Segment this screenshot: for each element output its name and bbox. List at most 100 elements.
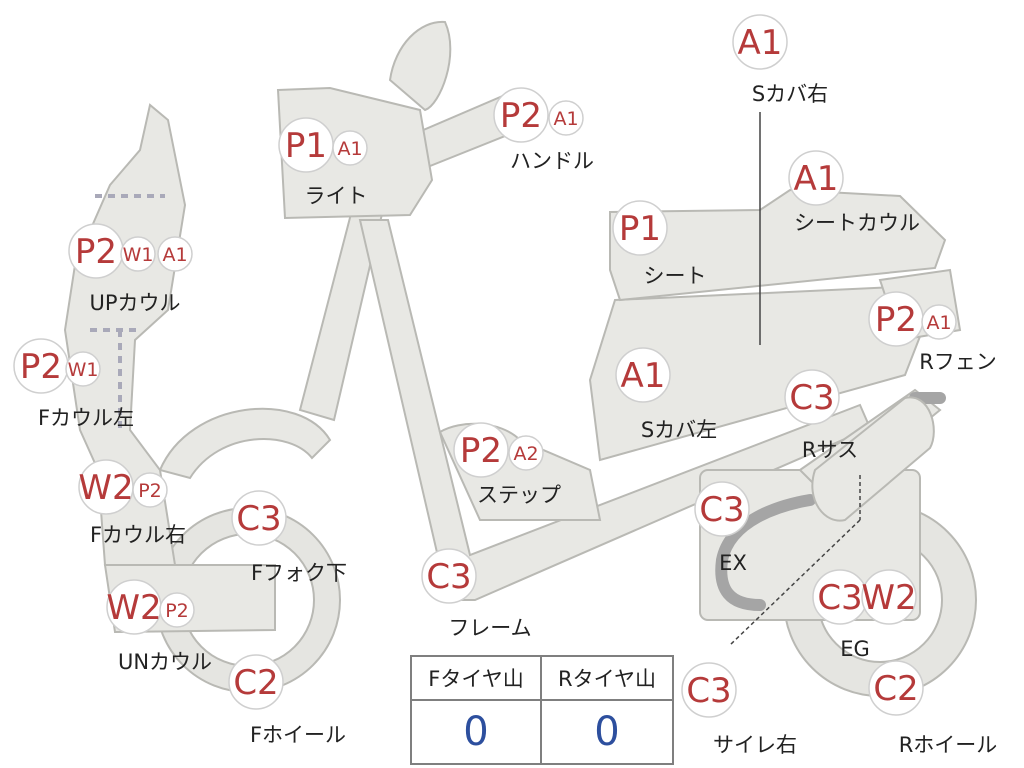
part-label: フレーム [448, 616, 531, 640]
part-label: Fカウル右 [90, 523, 186, 547]
rating-code: C3 [699, 490, 744, 530]
part-label: ハンドル [510, 149, 594, 173]
part-label: シート [644, 264, 707, 288]
part-label: Rサス [802, 438, 858, 462]
front-tire-value[interactable]: 0 [412, 701, 542, 763]
rating-badge[interactable]: C3 [421, 548, 477, 604]
rear-tire-value[interactable]: 0 [594, 709, 620, 755]
part-label: Rホイール [899, 733, 998, 757]
part-label: Fホイール [250, 723, 346, 747]
rating-badge[interactable]: P2 [453, 422, 509, 478]
rating-code: A1 [621, 356, 666, 396]
rating-code: W1 [123, 244, 154, 266]
part-label: ライト [305, 184, 368, 208]
part-label: EX [719, 551, 747, 575]
rating-badge[interactable]: P1 [278, 117, 334, 173]
rating-code: P2 [20, 347, 62, 387]
rating-code: A1 [738, 23, 783, 63]
rear-tire-header: Rタイヤ山 [542, 657, 672, 701]
part-label: シートカウル [794, 211, 920, 235]
part-label: サイレ右 [713, 733, 797, 757]
part-11: P2 A2 ステップ [453, 422, 561, 507]
part-2: P1 A1 ライト [278, 117, 368, 208]
rating-badge[interactable]: C3 [784, 369, 840, 425]
part-15: C3 フレーム [421, 548, 532, 640]
rating-code: A2 [513, 443, 538, 465]
rating-badge[interactable]: C2 [868, 660, 924, 716]
rating-badge[interactable]: P2 [13, 338, 69, 394]
rating-code: A1 [162, 244, 187, 266]
part-label: Sカバ右 [752, 82, 828, 106]
rating-badge[interactable]: C2 [228, 654, 284, 710]
part-label: UPカウル [89, 291, 180, 315]
rating-badge[interactable]: W1 [120, 236, 156, 272]
rating-code: P2 [138, 480, 162, 502]
rating-badge[interactable]: W1 [65, 351, 101, 387]
rating-badge[interactable]: A1 [157, 236, 193, 272]
front-tire-header: Fタイヤ山 [412, 657, 542, 701]
rating-badge[interactable]: A1 [615, 347, 671, 403]
rating-badge[interactable]: C3 [812, 569, 868, 625]
rating-badge[interactable]: C3 [681, 662, 737, 718]
rating-badge[interactable]: P2 [159, 592, 195, 628]
rating-code: C3 [789, 378, 834, 418]
rating-code: C2 [873, 669, 918, 709]
rating-badge[interactable]: P1 [612, 200, 668, 256]
part-label: UNカウル [118, 650, 212, 674]
part-label: Fカウル左 [38, 406, 134, 430]
rating-code: P2 [875, 300, 917, 340]
part-label: Fフォク下 [251, 561, 347, 585]
rating-code: W2 [106, 588, 161, 628]
part-19: C3 サイレ右 [681, 662, 797, 757]
rating-badge[interactable]: C3 [231, 490, 287, 546]
part-label: Sカバ左 [641, 418, 717, 442]
rating-code: C3 [426, 557, 471, 597]
rating-badge[interactable]: W2 [78, 459, 134, 515]
part-5: P1 シート [612, 200, 707, 288]
rating-badge[interactable]: P2 [493, 87, 549, 143]
rating-badge[interactable]: W2 [861, 569, 917, 625]
rating-badge[interactable]: P2 [68, 223, 124, 279]
tire-tread-table: Fタイヤ山 Rタイヤ山 0 0 [410, 655, 674, 765]
rating-badge[interactable]: P2 [132, 472, 168, 508]
rating-code: P2 [460, 431, 502, 471]
rating-badge[interactable]: A1 [732, 14, 788, 70]
part-3: P2 A1 ハンドル [493, 87, 594, 173]
rating-badge[interactable]: C3 [694, 481, 750, 537]
rating-code: A1 [926, 312, 951, 334]
rating-code: P1 [285, 126, 327, 166]
rating-badge[interactable]: A1 [332, 130, 368, 166]
rating-badge[interactable]: A2 [508, 435, 544, 471]
rating-code: W2 [78, 468, 133, 508]
rating-badge[interactable]: A1 [548, 100, 584, 136]
rating-code: A1 [553, 108, 578, 130]
rating-badge[interactable]: W2 [106, 579, 162, 635]
rating-badge[interactable]: A1 [788, 150, 844, 206]
rating-code: P2 [75, 232, 117, 272]
rating-code: C3 [236, 499, 281, 539]
rating-code: C3 [686, 671, 731, 711]
rating-code: W2 [861, 578, 916, 618]
rating-code: P2 [500, 96, 542, 136]
rating-badge[interactable]: A1 [921, 304, 957, 340]
rating-code: W1 [68, 359, 99, 381]
part-label: ステップ [477, 483, 561, 507]
rating-badge[interactable]: P2 [868, 291, 924, 347]
rating-code: A1 [337, 138, 362, 160]
rating-code: P1 [619, 209, 661, 249]
rating-code: C2 [233, 663, 278, 703]
rating-code: P2 [165, 600, 189, 622]
rating-code: C3 [817, 578, 862, 618]
